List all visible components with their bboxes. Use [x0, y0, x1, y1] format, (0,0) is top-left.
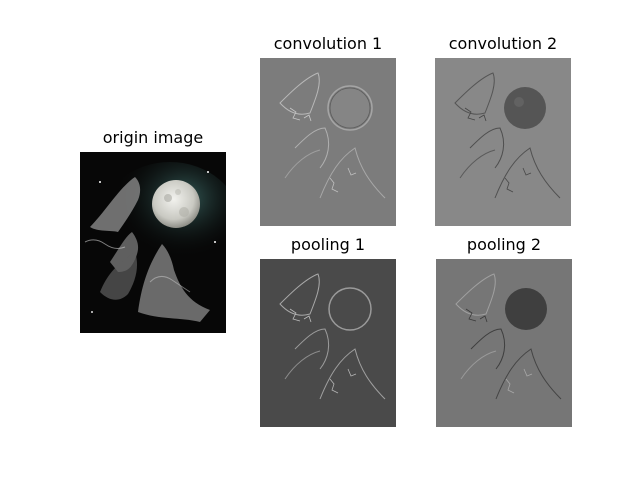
pooling-2-title: pooling 2 [466, 235, 542, 254]
pooling-1-title: pooling 1 [290, 235, 366, 254]
convolution-1-title: convolution 1 [273, 34, 383, 53]
origin-image-title: origin image [102, 128, 204, 147]
origin-image-art [80, 152, 226, 333]
origin-image [80, 152, 226, 333]
wolf-shape [90, 177, 141, 232]
convolution-1-image [260, 58, 396, 226]
pooling-1-image [260, 259, 396, 427]
moon-shape [152, 180, 200, 228]
pooling-2-image [436, 259, 572, 427]
convolution-2-image [435, 58, 571, 226]
convolution-2-title: convolution 2 [448, 34, 558, 53]
